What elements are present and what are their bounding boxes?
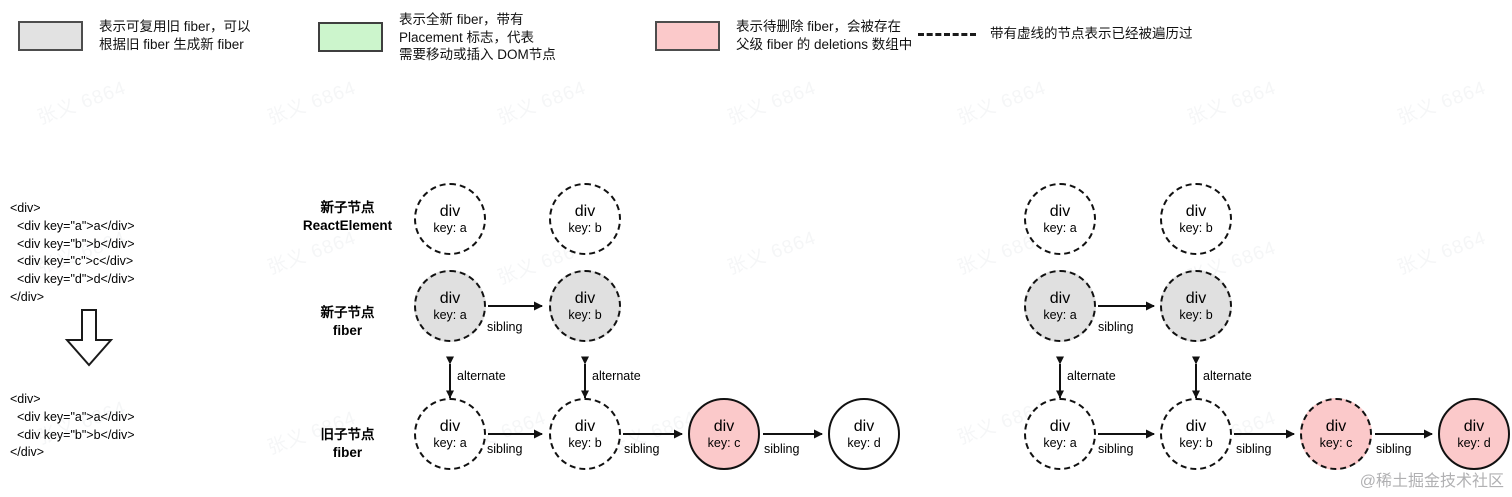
node-new-fiber-b[interactable]: div key: b xyxy=(1160,270,1232,342)
legend-item-reusable-fiber: 表示可复用旧 fiber，可以 根据旧 fiber 生成新 fiber xyxy=(18,18,251,53)
dashed-line-icon xyxy=(918,33,976,37)
node-tag: div xyxy=(1049,202,1071,220)
code-new-children: <div> <div key="a">a</div> <div key="b">… xyxy=(10,201,135,304)
node-old-fiber-d[interactable]: div key: d xyxy=(828,398,900,470)
watermark-tile: 张义 6864 xyxy=(494,77,590,130)
node-old-fiber-a[interactable]: div key: a xyxy=(1024,398,1096,470)
node-old-fiber-c[interactable]: div key: c xyxy=(688,398,760,470)
legend-item-new-fiber: 表示全新 fiber，带有 Placement 标志，代表 需要移动或插入 DO… xyxy=(318,11,556,64)
watermark-tile: 张义 6864 xyxy=(34,77,130,130)
node-key: key: d xyxy=(847,435,881,450)
watermark-tile: 张义 6864 xyxy=(1394,227,1490,280)
node-tag: div xyxy=(574,202,596,220)
node-old-fiber-c[interactable]: div key: c xyxy=(1300,398,1372,470)
node-key: key: d xyxy=(1457,435,1491,450)
node-tag: div xyxy=(574,289,596,307)
node-tag: div xyxy=(1325,417,1347,435)
node-new-fiber-b[interactable]: div key: b xyxy=(549,270,621,342)
node-old-fiber-b[interactable]: div key: b xyxy=(549,398,621,470)
node-tag: div xyxy=(574,417,596,435)
row-label-old-fiber: 旧子节点 fiber xyxy=(320,427,375,460)
edge-label-sibling: sibling xyxy=(764,442,800,456)
node-old-fiber-d[interactable]: div key: d xyxy=(1438,398,1510,470)
node-tag: div xyxy=(439,417,461,435)
node-key: key: c xyxy=(1319,435,1353,450)
node-key: key: b xyxy=(1179,307,1213,322)
edge-label-alternate: alternate xyxy=(1203,369,1252,383)
node-key: key: b xyxy=(568,307,602,322)
node-key: key: b xyxy=(568,220,602,235)
node-key: key: a xyxy=(433,435,467,450)
node-key: key: a xyxy=(1043,435,1077,450)
node-old-fiber-a[interactable]: div key: a xyxy=(414,398,486,470)
legend-label-reusable-fiber: 表示可复用旧 fiber，可以 根据旧 fiber 生成新 fiber xyxy=(99,19,251,52)
node-key: key: a xyxy=(1043,307,1077,322)
edge-label-sibling: sibling xyxy=(1376,442,1412,456)
node-old-fiber-b[interactable]: div key: b xyxy=(1160,398,1232,470)
node-tag: div xyxy=(1185,417,1207,435)
legend-label-deleted-fiber: 表示待删除 fiber，会被存在 父级 fiber 的 deletions 数组… xyxy=(736,19,913,52)
node-react-element-a[interactable]: div key: a xyxy=(414,183,486,255)
node-tag: div xyxy=(853,417,875,435)
node-key: key: b xyxy=(568,435,602,450)
node-tag: div xyxy=(1463,417,1485,435)
transform-down-arrow-icon xyxy=(64,309,114,367)
edge-label-alternate: alternate xyxy=(592,369,641,383)
node-tag: div xyxy=(713,417,735,435)
legend-swatch-pink xyxy=(655,20,720,51)
legend-item-visited-node: 带有虚线的节点表示已经被遍历过 xyxy=(918,25,1193,43)
edge-label-alternate: alternate xyxy=(1067,369,1116,383)
edge-label-sibling: sibling xyxy=(624,442,660,456)
edge-label-sibling: sibling xyxy=(1098,442,1134,456)
node-tag: div xyxy=(1185,202,1207,220)
node-tag: div xyxy=(439,202,461,220)
watermark-tile: 张义 6864 xyxy=(954,77,1050,130)
node-new-fiber-a[interactable]: div key: a xyxy=(414,270,486,342)
node-key: key: c xyxy=(707,435,741,450)
node-tag: div xyxy=(1049,289,1071,307)
watermark-tile: 张义 6864 xyxy=(1184,77,1280,130)
legend-label-visited-node: 带有虚线的节点表示已经被遍历过 xyxy=(990,26,1193,41)
watermark-tile: 张义 6864 xyxy=(724,77,820,130)
node-tag: div xyxy=(439,289,461,307)
watermark-tile: 张义 6864 xyxy=(1394,77,1490,130)
edge-label-sibling: sibling xyxy=(487,320,523,334)
legend-swatch-green xyxy=(318,22,383,53)
edge-label-sibling: sibling xyxy=(1236,442,1272,456)
edge-label-sibling: sibling xyxy=(487,442,523,456)
node-key: key: b xyxy=(1179,435,1213,450)
watermark-tile: 张义 6864 xyxy=(264,77,360,130)
edge-label-sibling: sibling xyxy=(1098,320,1134,334)
corner-watermark: @稀土掘金技术社区 xyxy=(1359,473,1504,490)
node-tag: div xyxy=(1185,289,1207,307)
row-label-react-element: 新子节点 ReactElement xyxy=(302,200,393,233)
row-label-new-fiber: 新子节点 fiber xyxy=(320,305,375,338)
node-key: key: b xyxy=(1179,220,1213,235)
node-new-fiber-a[interactable]: div key: a xyxy=(1024,270,1096,342)
node-key: key: a xyxy=(1043,220,1077,235)
node-react-element-b[interactable]: div key: b xyxy=(1160,183,1232,255)
node-key: key: a xyxy=(433,220,467,235)
node-react-element-b[interactable]: div key: b xyxy=(549,183,621,255)
node-tag: div xyxy=(1049,417,1071,435)
code-old-children: <div> <div key="a">a</div> <div key="b">… xyxy=(10,392,135,460)
watermark-tile: 张义 6864 xyxy=(724,227,820,280)
legend-label-new-fiber: 表示全新 fiber，带有 Placement 标志，代表 需要移动或插入 DO… xyxy=(399,12,556,62)
node-react-element-a[interactable]: div key: a xyxy=(1024,183,1096,255)
legend-item-deleted-fiber: 表示待删除 fiber，会被存在 父级 fiber 的 deletions 数组… xyxy=(655,18,912,53)
edge-label-alternate: alternate xyxy=(457,369,506,383)
node-key: key: a xyxy=(433,307,467,322)
legend-swatch-gray xyxy=(18,20,83,51)
